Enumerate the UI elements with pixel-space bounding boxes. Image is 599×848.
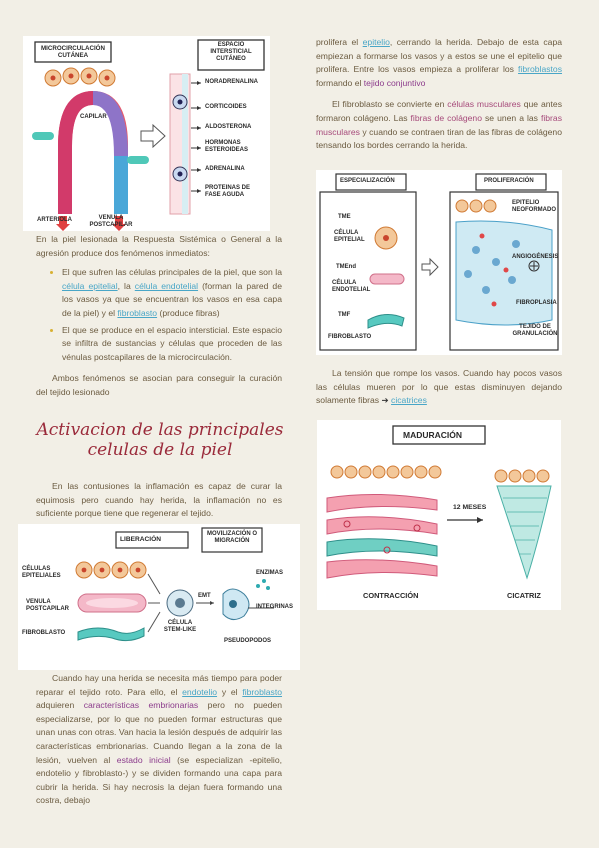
fig4-label-cicatriz: CICATRIZ bbox=[507, 591, 541, 600]
fig3-label-cel-epit: CÉLULA EPITELIAL bbox=[334, 230, 365, 243]
b1-text-b: , la bbox=[117, 280, 135, 291]
term-celulas-musculares: células musculares bbox=[447, 99, 521, 110]
link-celula-endotelial[interactable]: célula endotelial bbox=[134, 280, 199, 291]
link-fibroblasto-2[interactable]: fibroblasto bbox=[242, 686, 283, 697]
fig2-label-cel-epit: CÉLULAS EPITELIALES bbox=[22, 566, 61, 579]
wound-text-c: adquieren bbox=[36, 700, 84, 711]
figure-maduracion: MADURACIÓN 12 MESES CONTRACCIÓN CICATRIZ bbox=[317, 420, 561, 610]
term-fibras-colageno: fibras de colágeno bbox=[410, 112, 482, 123]
link-fibroblastos[interactable]: fibroblastos bbox=[518, 64, 562, 75]
fig1-label-item-6: PROTEINAS DE FASE AGUDA bbox=[205, 185, 251, 198]
fig4-label-contraccion: CONTRACCIÓN bbox=[363, 591, 419, 600]
wound-paragraph: Cuando hay una herida se necesita más ti… bbox=[36, 672, 282, 808]
fig3-label-especializacion: ESPECIALIZACIÓN bbox=[340, 178, 395, 184]
phenomenon-cells: El que sufren las células principales de… bbox=[62, 266, 282, 320]
liberacion-diagram bbox=[75, 527, 274, 642]
contusion-paragraph: En las contusiones la inflamación es cap… bbox=[36, 481, 282, 519]
b1-text-c: (forman la pared de los vasos ya que se … bbox=[62, 280, 282, 318]
figure-microcirculation: MICROCIRCULACIÓN CUTÁNEA ESPACIO INTERST… bbox=[23, 36, 270, 231]
fig2-label-celula: CÉLULA STEM-LIKE bbox=[163, 620, 197, 633]
fig2-label-liberacion: LIBERACIÓN bbox=[120, 536, 162, 543]
phenomena-list: El que sufren las células principales de… bbox=[36, 266, 282, 364]
fig3-label-epitelio: EPITELIO NEOFORMADO bbox=[512, 200, 556, 213]
tension-paragraph: La tensión que rompe los vasos. Cuando h… bbox=[316, 367, 562, 408]
wound-text-d: pero no pueden especializarse, por lo qu… bbox=[36, 700, 282, 765]
wound-text-b: y el bbox=[217, 686, 243, 697]
fig3-label-tmeend: TMEnd bbox=[336, 264, 356, 270]
right-intro-block: prolifera el epitelio, cerrando la herid… bbox=[316, 36, 562, 159]
fig1-label-item-5: ADRENALINA bbox=[205, 166, 245, 172]
p3-text-a: La tensión que rompe los vasos. Cuando h… bbox=[316, 368, 562, 406]
fig3-label-cel-endo: CÉLULA ENDOTELIAL bbox=[332, 280, 371, 293]
p1-text-a: prolifera el bbox=[316, 37, 363, 47]
p2-text-d: y cuando se contraen tiran de las fibras… bbox=[316, 126, 562, 151]
fig2-label-pseudopodos: PSEUDOPODOS bbox=[224, 638, 272, 644]
epitelio-paragraph: prolifera el epitelio, cerrando la herid… bbox=[316, 36, 562, 90]
fig3-label-tejido: TEJIDO DE GRANULACIÓN bbox=[512, 324, 558, 337]
fig1-title-right: ESPACIO INTERSTICIAL CUTÁNEO bbox=[210, 42, 252, 62]
fig1-label-item-4: HORMONAS ESTEROIDEAS bbox=[205, 140, 249, 153]
link-celula-epitelial[interactable]: célula epitelial bbox=[62, 280, 118, 291]
fig4-label-meses: 12 MESES bbox=[453, 504, 487, 511]
fig1-label-capilar: CAPILAR bbox=[80, 114, 107, 120]
figure-liberacion-migracion: LIBERACIÓN MOVILIZACIÓN O MIGRACIÓN CÉLU… bbox=[18, 524, 300, 670]
fig1-label-arteriola: ARTERIOLA bbox=[37, 217, 72, 223]
link-cicatrices[interactable]: cicatrices bbox=[391, 395, 427, 406]
fig3-label-fibroblasto: FIBROBLASTO bbox=[328, 334, 372, 340]
intro-block: En la piel lesionada la Respuesta Sistém… bbox=[36, 233, 282, 406]
fig2-label-fibroblasto: FIBROBLASTO bbox=[22, 630, 66, 636]
term-caracteristicas-embrionarias: características embrionarias bbox=[83, 700, 199, 711]
p1-text-c: formando el bbox=[316, 77, 364, 88]
fig2-label-emt: EMT bbox=[198, 593, 211, 599]
p2-text-a: El fibroblasto se convierte en bbox=[332, 99, 448, 110]
arrow-icon: ➔ bbox=[381, 395, 389, 406]
term-fibras-musculares: fibras musculares bbox=[316, 112, 562, 137]
fig3-label-proliferacion: PROLIFERACIÓN bbox=[484, 178, 534, 184]
term-estado-inicial: estado inicial bbox=[116, 754, 171, 765]
link-epitelio[interactable]: epitelio bbox=[362, 37, 390, 47]
fig1-label-item-3: ALDOSTERONA bbox=[205, 124, 252, 130]
fig2-label-enzimas: ENZIMAS bbox=[256, 570, 283, 576]
term-tejido-conjuntivo: tejido conjuntivo bbox=[363, 77, 426, 88]
link-fibroblasto[interactable]: fibroblasto bbox=[117, 307, 158, 318]
p2-text-c: se unen a las bbox=[482, 112, 541, 123]
b1-text-a: El que sufren las células principales de… bbox=[62, 267, 282, 278]
phenomenon-interstitial: El que se produce en el espacio intersti… bbox=[62, 324, 282, 365]
fig1-label-item-1: NORADRENALINA bbox=[205, 79, 258, 85]
fig2-label-venula: VENULA POSTCAPILAR bbox=[26, 599, 70, 612]
b1-text-d: (produce fibras) bbox=[157, 307, 220, 318]
fig2-label-movilizacion: MOVILIZACIÓN O MIGRACIÓN bbox=[207, 531, 257, 544]
fig1-label-item-2: CORTICOIDES bbox=[205, 104, 247, 110]
fig3-label-tmf: TMF bbox=[338, 312, 351, 318]
section-heading: Activacion de las principales celulas de… bbox=[36, 420, 284, 460]
proliferation-diagram bbox=[319, 173, 559, 351]
p1-text-b: , cerrando la herida. Debajo de esta cap… bbox=[316, 37, 563, 75]
fibroblast-paragraph: El fibroblasto se convierte en células m… bbox=[316, 98, 562, 152]
fig2-label-integrinas: INTEGRINAS bbox=[256, 604, 294, 610]
fig4-label-maduracion: MADURACIÓN bbox=[403, 430, 463, 440]
fig3-label-angio: ANGIOGÉNESIS bbox=[512, 254, 559, 260]
intro-paragraph: En la piel lesionada la Respuesta Sistém… bbox=[36, 234, 282, 258]
both-phenomena-paragraph: Ambos fenómenos se asocian para consegui… bbox=[36, 373, 282, 397]
fig3-label-tme: TME bbox=[338, 214, 351, 220]
link-endotelio[interactable]: endotelio bbox=[182, 686, 218, 697]
fig1-label-venula: VENULA POSTCAPILAR bbox=[89, 215, 133, 228]
p2-text-b: que antes formaron colágeno. Las bbox=[316, 99, 563, 123]
microcirculation-diagram bbox=[32, 39, 265, 231]
wound-text-e: (se especializan -epitelio, endotelio y … bbox=[36, 754, 282, 806]
wound-text-a: Cuando hay una herida se necesita más ti… bbox=[36, 673, 282, 697]
fig1-title-left: MICROCIRCULACIÓN CUTÁNEA bbox=[41, 45, 105, 59]
figure-especializacion-proliferacion: ESPECIALIZACIÓN PROLIFERACIÓN TME CÉLULA… bbox=[316, 170, 562, 355]
maturation-diagram bbox=[326, 425, 552, 580]
fig3-label-fibroplasia: FIBROPLASIA bbox=[516, 300, 557, 306]
